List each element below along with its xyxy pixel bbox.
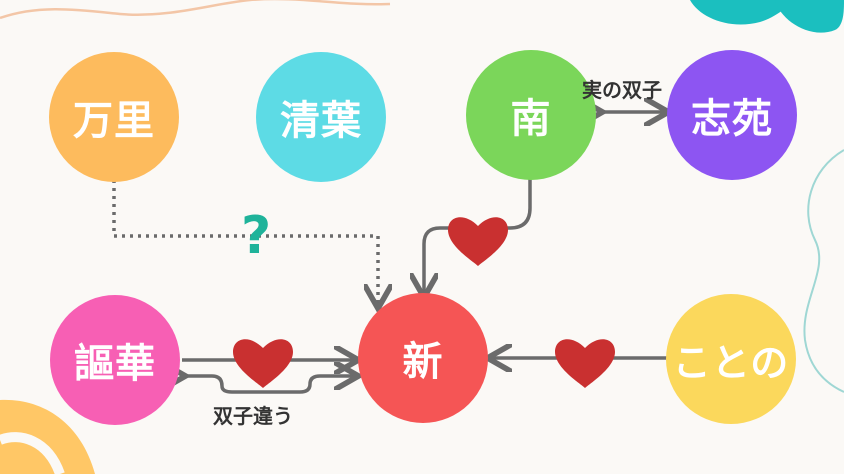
peach-wave-decoration	[0, 0, 391, 20]
banri-to-arata-dotted-arrow	[112, 180, 378, 305]
not-twins-label: 双子違う	[213, 404, 293, 428]
ouka-arata-not-twins-arrow	[182, 376, 355, 394]
heart-icon	[555, 339, 615, 388]
orange-blob-decoration	[0, 399, 95, 474]
real-twins-label: 実の双子	[582, 78, 662, 102]
node-seiyou: 清葉	[256, 52, 386, 182]
teal-blob-decoration	[690, 0, 800, 25]
teal-blob-decoration-2	[775, 0, 844, 33]
heart-icon	[233, 339, 293, 388]
white-curve-decoration	[0, 432, 65, 474]
question-mark-icon: ?	[241, 206, 272, 266]
node-arata: 新	[358, 293, 488, 423]
node-kotono: ことの	[666, 294, 796, 424]
teal-line-decoration	[803, 149, 844, 393]
node-ouka: 謳華	[50, 295, 180, 425]
node-minami: 南	[466, 50, 596, 180]
node-shion: 志苑	[667, 50, 797, 180]
node-banri: 万里	[49, 52, 179, 182]
heart-icon	[448, 217, 508, 266]
